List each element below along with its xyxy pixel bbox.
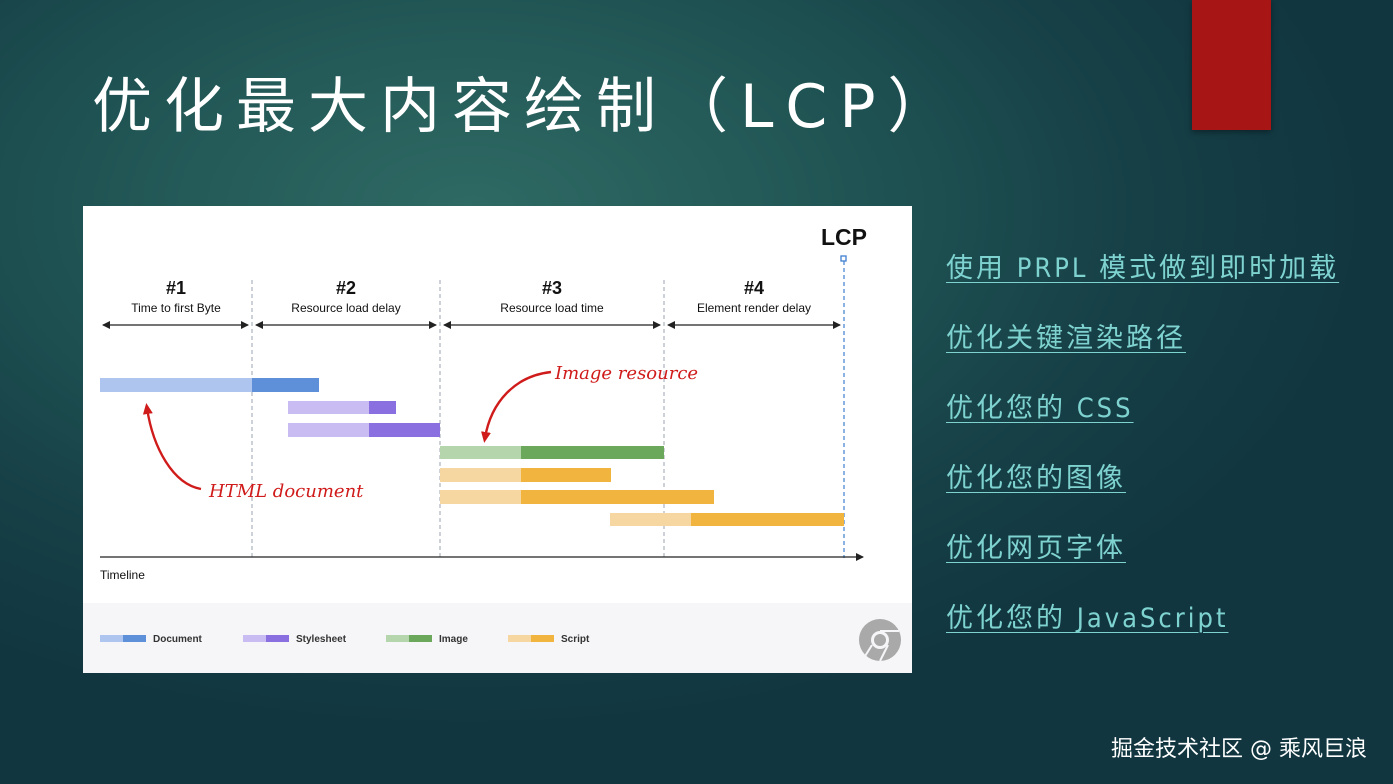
link-optimize-images[interactable]: 优化您的图像 (946, 463, 1126, 494)
legend-swatch (531, 635, 554, 642)
phase-number: #4 (744, 278, 764, 298)
legend-label: Image (439, 634, 468, 645)
link-prpl-pattern[interactable]: 使用 PRPL 模式做到即时加载 (946, 253, 1340, 284)
html-document-annotation: HTML document (208, 481, 364, 502)
legend-label: Stylesheet (296, 634, 347, 645)
image-resource-annotation: Image resource (554, 363, 698, 384)
legend-label: Document (153, 634, 203, 645)
script-bar-waiting (440, 490, 521, 504)
legend-swatch (100, 635, 123, 642)
legend-swatch (386, 635, 409, 642)
script-bar-waiting (440, 468, 521, 482)
phase-label: Element render delay (697, 301, 811, 315)
script-bar-waiting (610, 513, 691, 526)
chrome-logo-icon (859, 619, 901, 662)
timeline-label: Timeline (100, 568, 145, 582)
link-optimize-css[interactable]: 优化您的 CSS (946, 393, 1134, 424)
watermark: 掘金技术社区 @ 乘风巨浪 (1111, 737, 1367, 762)
legend-strip (83, 603, 912, 673)
stylesheet-bar-waiting (288, 401, 369, 414)
phase-label: Resource load time (500, 301, 604, 315)
script-bar-download (521, 490, 714, 504)
stylesheet-bar-waiting (288, 423, 369, 437)
slide-title: 优化最大内容绘制（LCP） (92, 72, 960, 142)
image-resource-arrow (481, 370, 552, 443)
phase-label: Time to first Byte (131, 301, 221, 315)
link-optimize-javascript[interactable]: 优化您的 JavaScript (946, 603, 1229, 634)
link-optimize-web-fonts[interactable]: 优化网页字体 (946, 533, 1126, 564)
image-bar-download (521, 446, 664, 459)
legend-swatch (243, 635, 266, 642)
lcp-label: LCP (821, 224, 867, 250)
phase-number: #2 (336, 278, 356, 298)
document-bar-download (252, 378, 319, 392)
accent-bar (1192, 0, 1271, 130)
list-item: 优化网页字体 (946, 526, 1376, 596)
legend-swatch (123, 635, 146, 642)
list-item: 优化您的 JavaScript (946, 596, 1376, 666)
phase-label: Resource load delay (291, 301, 400, 315)
lcp-breakdown-figure: LCP #1 Time to first Byte #2 Resource lo… (83, 206, 912, 673)
document-bar-waiting (100, 378, 252, 392)
phase-number: #3 (542, 278, 562, 298)
link-critical-rendering-path[interactable]: 优化关键渲染路径 (946, 323, 1186, 354)
script-bar-download (521, 468, 611, 482)
script-bar-download (691, 513, 844, 526)
stylesheet-bar-download (369, 401, 396, 414)
list-item: 优化您的图像 (946, 456, 1376, 526)
list-item: 使用 PRPL 模式做到即时加载 (946, 246, 1376, 316)
lcp-marker (840, 255, 847, 262)
link-list: 使用 PRPL 模式做到即时加载 优化关键渲染路径 优化您的 CSS 优化您的图… (946, 246, 1376, 666)
html-document-arrow (142, 403, 202, 491)
legend-label: Script (561, 634, 590, 645)
lcp-breakdown-diagram: LCP #1 Time to first Byte #2 Resource lo… (83, 224, 912, 673)
list-item: 优化您的 CSS (946, 386, 1376, 456)
image-bar-waiting (440, 446, 521, 459)
legend-swatch (409, 635, 432, 642)
phase-number: #1 (166, 278, 186, 298)
list-item: 优化关键渲染路径 (946, 316, 1376, 386)
stylesheet-bar-download (369, 423, 440, 437)
legend-swatch (508, 635, 531, 642)
legend-swatch (266, 635, 289, 642)
